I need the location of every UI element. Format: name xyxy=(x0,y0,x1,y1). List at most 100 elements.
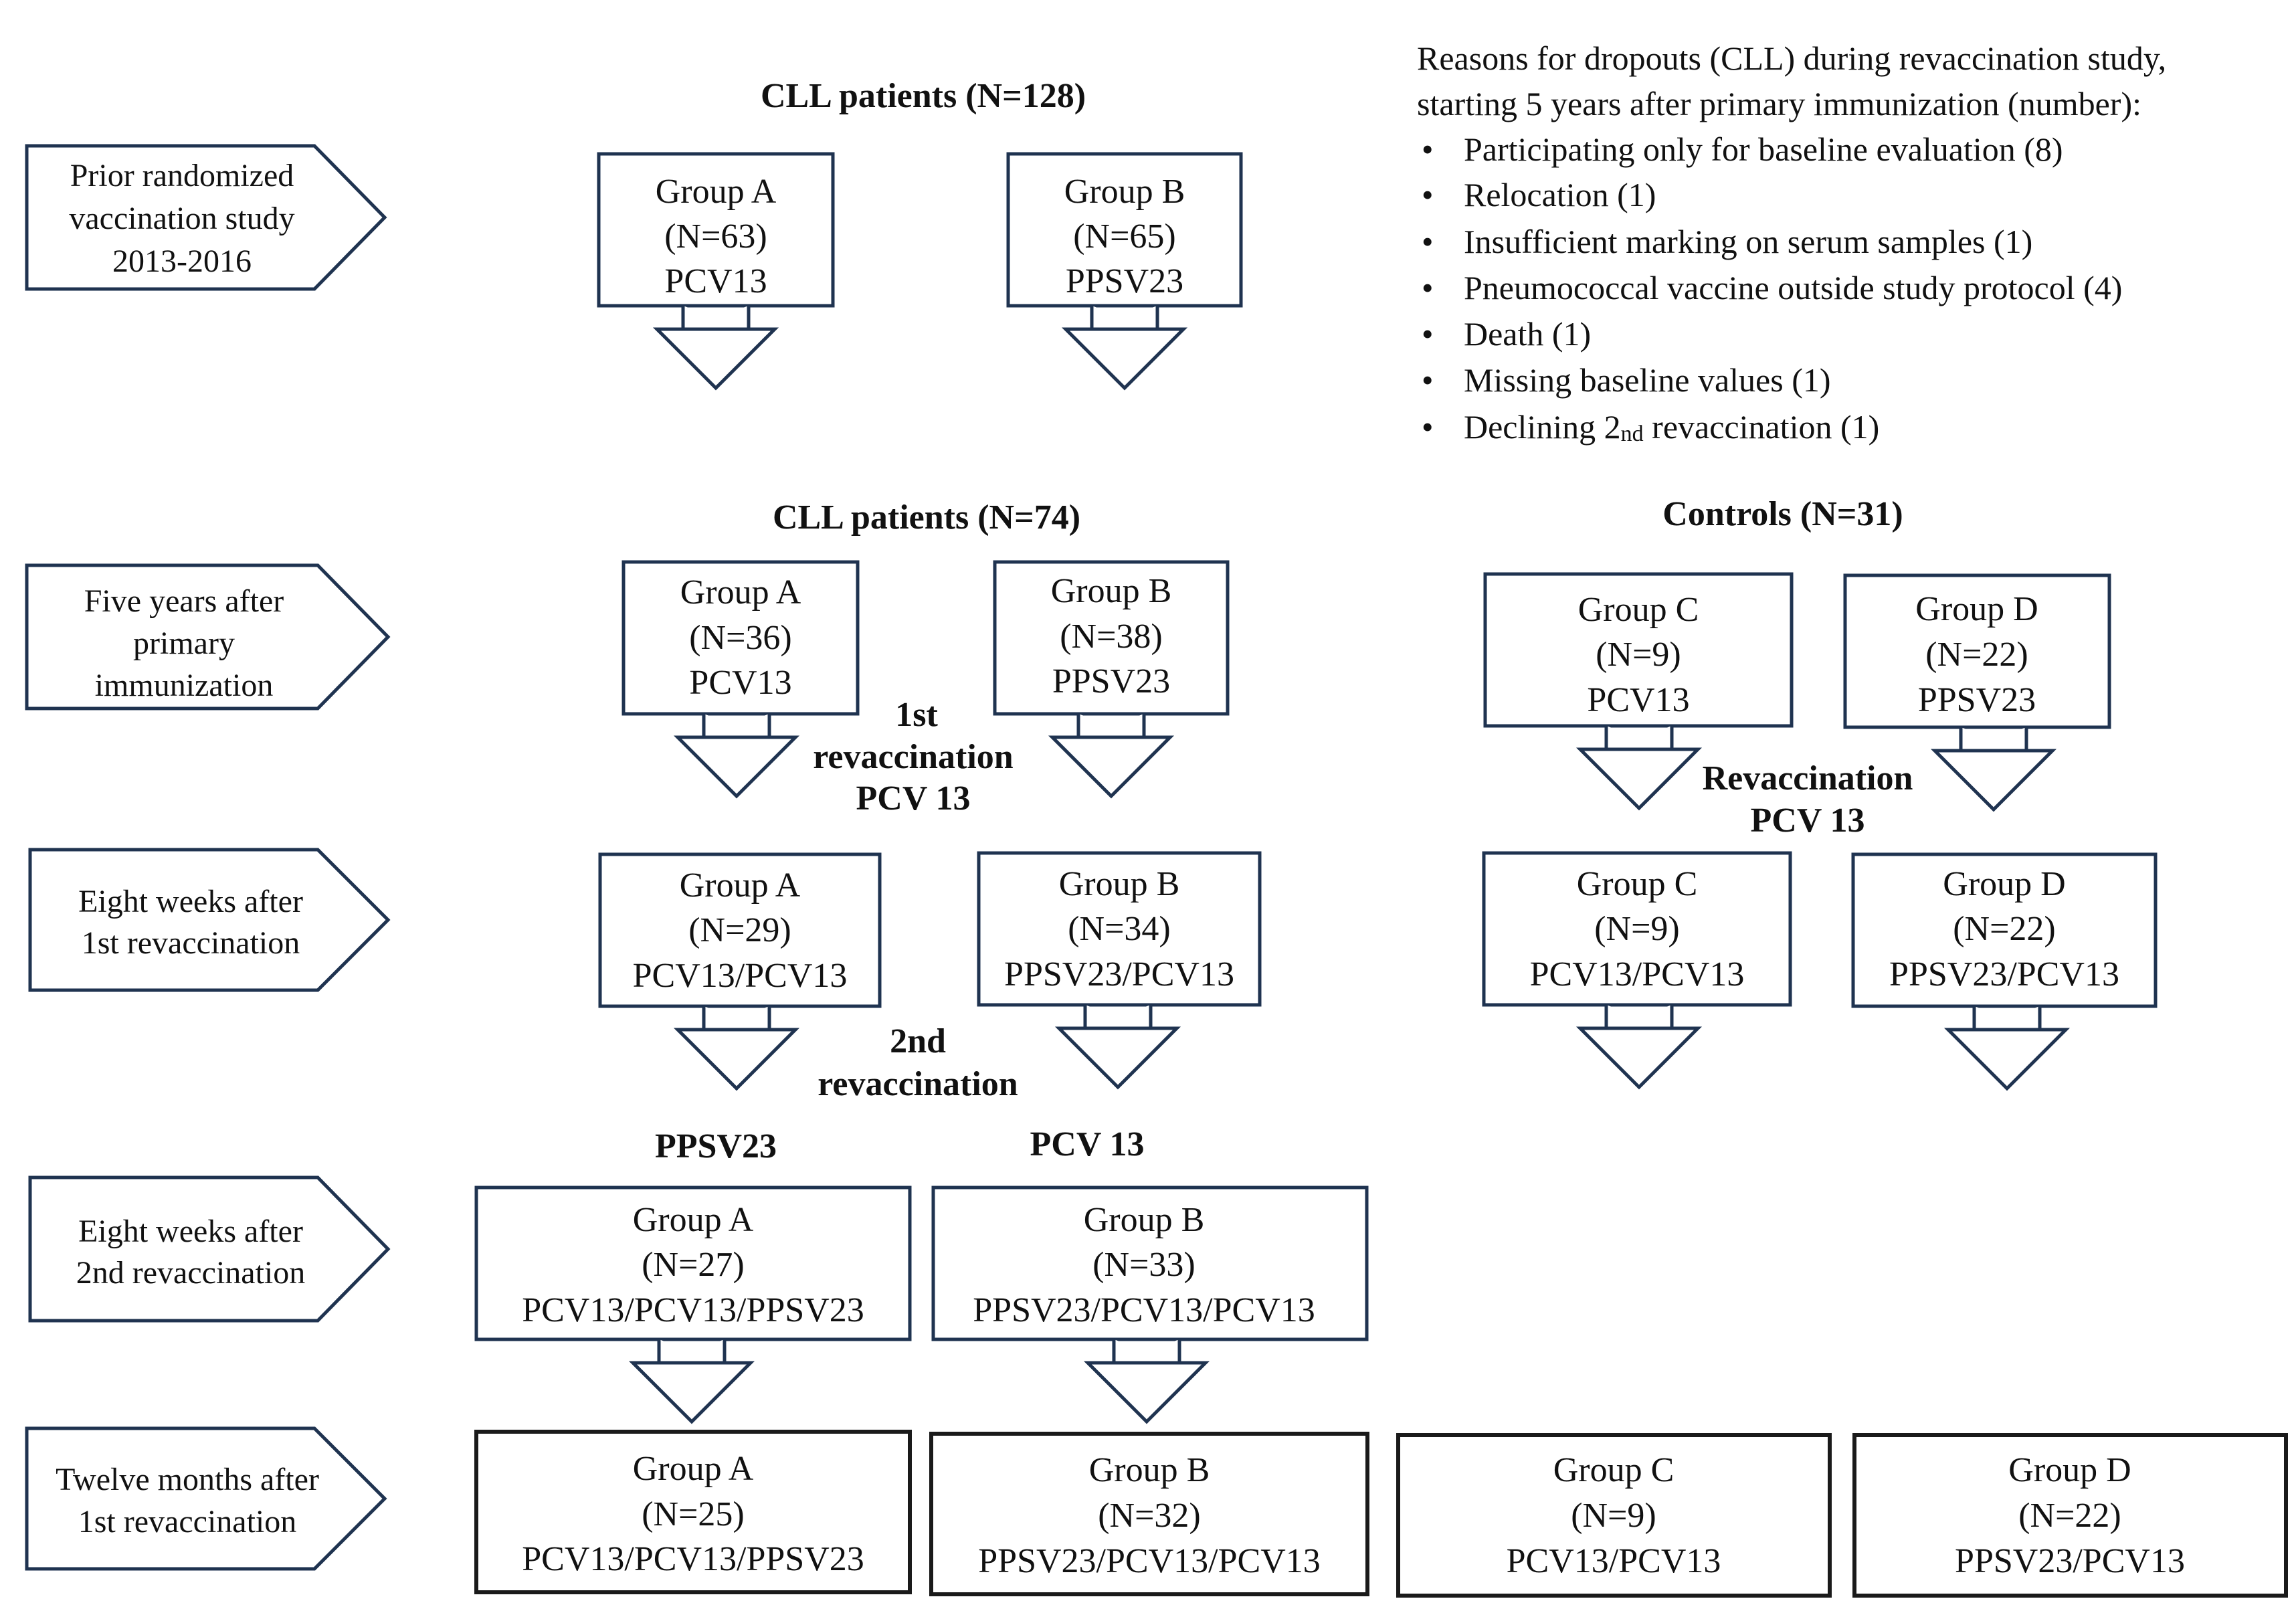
group-box xyxy=(1483,572,1794,728)
down-arrow xyxy=(1083,1339,1210,1424)
bullet-dot: • xyxy=(1422,408,1434,446)
stage-line: Eight weeks after xyxy=(78,884,303,919)
stage-line: vaccination study xyxy=(69,201,294,236)
group-count: (N=32) xyxy=(1098,1497,1201,1535)
box-r3-group-a: Group A (N=29) PCV13/PCV13 xyxy=(598,852,882,1008)
group-count: (N=9) xyxy=(1571,1497,1656,1535)
stage-line: 2013-2016 xyxy=(112,244,252,279)
dropout-item-last-sup: nd xyxy=(1621,421,1644,446)
group-box xyxy=(598,852,882,1008)
group-box xyxy=(1006,152,1243,308)
stage-line: Eight weeks after xyxy=(78,1214,303,1249)
group-name: Group A xyxy=(633,1450,754,1488)
stage-label-eight-weeks-1st: Eight weeks after 1st revaccination xyxy=(28,848,391,992)
dropout-item: Participating only for baseline evaluati… xyxy=(1464,130,2063,168)
group-box xyxy=(1851,852,2158,1008)
group-count: (N=25) xyxy=(642,1495,745,1533)
group-name: Group C xyxy=(1577,865,1698,903)
box-r3-group-c: Group C (N=9) PCV13/PCV13 xyxy=(1482,851,1792,1007)
group-box xyxy=(977,851,1262,1007)
down-arrow xyxy=(1943,1006,2071,1091)
box-r3-group-b: Group B (N=34) PPSV23/PCV13 xyxy=(977,851,1262,1007)
group-box xyxy=(1852,1433,2288,1598)
dropout-item: Death (1) xyxy=(1464,315,1591,353)
header-controls: Controls (N=31) xyxy=(1662,495,1903,533)
box-r2-group-c: Group C (N=9) PCV13 xyxy=(1483,572,1794,728)
down-arrow xyxy=(673,1006,800,1091)
down-arrow xyxy=(1061,306,1188,391)
group-count: (N=22) xyxy=(1953,910,2056,948)
box-r4-group-b: Group B (N=33) PPSV23/PCV13/PCV13 xyxy=(931,1186,1369,1341)
group-name: Group B xyxy=(1059,865,1180,903)
box-r5-group-a: Group A (N=25) PCV13/PCV13/PPSV23 xyxy=(474,1430,912,1594)
box-r5-group-c: Group C (N=9) PCV13/PCV13 xyxy=(1396,1433,1832,1598)
arrow-group xyxy=(628,306,2071,1424)
stage-label-twelve-months: Twelve months after 1st revaccination xyxy=(25,1426,387,1571)
dropout-item: Relocation (1) xyxy=(1464,176,1656,213)
stage-line: 1st revaccination xyxy=(78,1504,297,1539)
revacc-line: 1st xyxy=(895,696,938,734)
group-count: (N=65) xyxy=(1073,217,1176,256)
box-r2-group-b: Group B (N=38) PPSV23 xyxy=(993,560,1230,716)
stage-line: Twelve months after xyxy=(56,1462,319,1497)
bullet-dot: • xyxy=(1422,361,1434,399)
down-arrow xyxy=(1575,1005,1703,1090)
group-box xyxy=(1482,851,1792,1007)
group-name: Group B xyxy=(1089,1451,1210,1489)
group-count: (N=29) xyxy=(688,911,791,949)
group-vaccine: PPSV23/PCV13/PCV13 xyxy=(973,1291,1315,1329)
group-count: (N=63) xyxy=(664,217,767,256)
header-cll-primary: CLL patients (N=128) xyxy=(761,77,1086,115)
dropout-item: Missing baseline values (1) xyxy=(1464,361,1831,399)
header-cll-revaccination: CLL patients (N=74) xyxy=(773,498,1080,537)
revacc-line: PCV 13 xyxy=(1751,801,1865,840)
stage-line: Five years after xyxy=(84,583,284,619)
box-r5-group-d: Group D (N=22) PPSV23/PCV13 xyxy=(1852,1433,2288,1598)
header-ppsv23: PPSV23 xyxy=(655,1127,777,1165)
revacc-line: PCV 13 xyxy=(856,779,971,818)
dropout-item: Insufficient marking on serum samples (1… xyxy=(1464,223,2032,260)
group-vaccine: PPSV23 xyxy=(1918,681,2036,719)
stage-pentagon xyxy=(25,144,387,291)
group-count: (N=38) xyxy=(1060,618,1163,656)
stage-pentagon xyxy=(28,1175,391,1323)
group-box xyxy=(1843,573,2111,729)
box-r4-group-a: Group A (N=27) PCV13/PCV13/PPSV23 xyxy=(474,1186,912,1341)
group-count: (N=9) xyxy=(1596,636,1681,674)
group-vaccine: PCV13 xyxy=(1587,681,1689,719)
stage-label-prior-study: Prior randomized vaccination study 2013-… xyxy=(25,144,387,291)
group-count: (N=9) xyxy=(1594,910,1680,948)
bullet-dot: • xyxy=(1422,223,1434,260)
label-controls-revaccination: Revaccination PCV 13 xyxy=(1703,759,1913,840)
group-box xyxy=(931,1186,1369,1341)
dropout-item: Pneumococcal vaccine outside study proto… xyxy=(1464,269,2122,306)
group-name: Group A xyxy=(680,573,801,611)
group-count: (N=34) xyxy=(1068,910,1171,948)
down-arrow xyxy=(673,714,800,799)
group-box xyxy=(597,152,835,308)
group-box xyxy=(621,560,860,716)
down-arrow xyxy=(652,306,779,391)
stage-pentagon xyxy=(28,848,391,992)
dropout-item-last: Declining 2nd revaccination (1) xyxy=(1464,408,1879,446)
group-count: (N=36) xyxy=(689,619,792,657)
group-name: Group A xyxy=(633,1201,754,1239)
dropout-item-last-post: revaccination (1) xyxy=(1644,408,1880,446)
group-name: Group C xyxy=(1578,591,1699,629)
header-pcv13: PCV 13 xyxy=(1030,1125,1145,1163)
group-box xyxy=(993,560,1230,716)
group-name: Group C xyxy=(1553,1451,1675,1489)
revacc-line: 2nd xyxy=(890,1022,946,1060)
group-box xyxy=(474,1186,912,1341)
group-vaccine: PPSV23/PCV13/PCV13 xyxy=(978,1542,1321,1580)
down-arrow xyxy=(1054,1005,1181,1090)
group-vaccine: PCV13/PCV13 xyxy=(1507,1542,1721,1580)
stage-line: 1st revaccination xyxy=(82,925,300,961)
group-name: Group A xyxy=(680,866,801,905)
revacc-line: revaccination xyxy=(813,738,1014,776)
group-vaccine: PPSV23 xyxy=(1066,262,1183,300)
revacc-line: Revaccination xyxy=(1703,759,1913,797)
group-name: Group D xyxy=(1943,865,2065,903)
